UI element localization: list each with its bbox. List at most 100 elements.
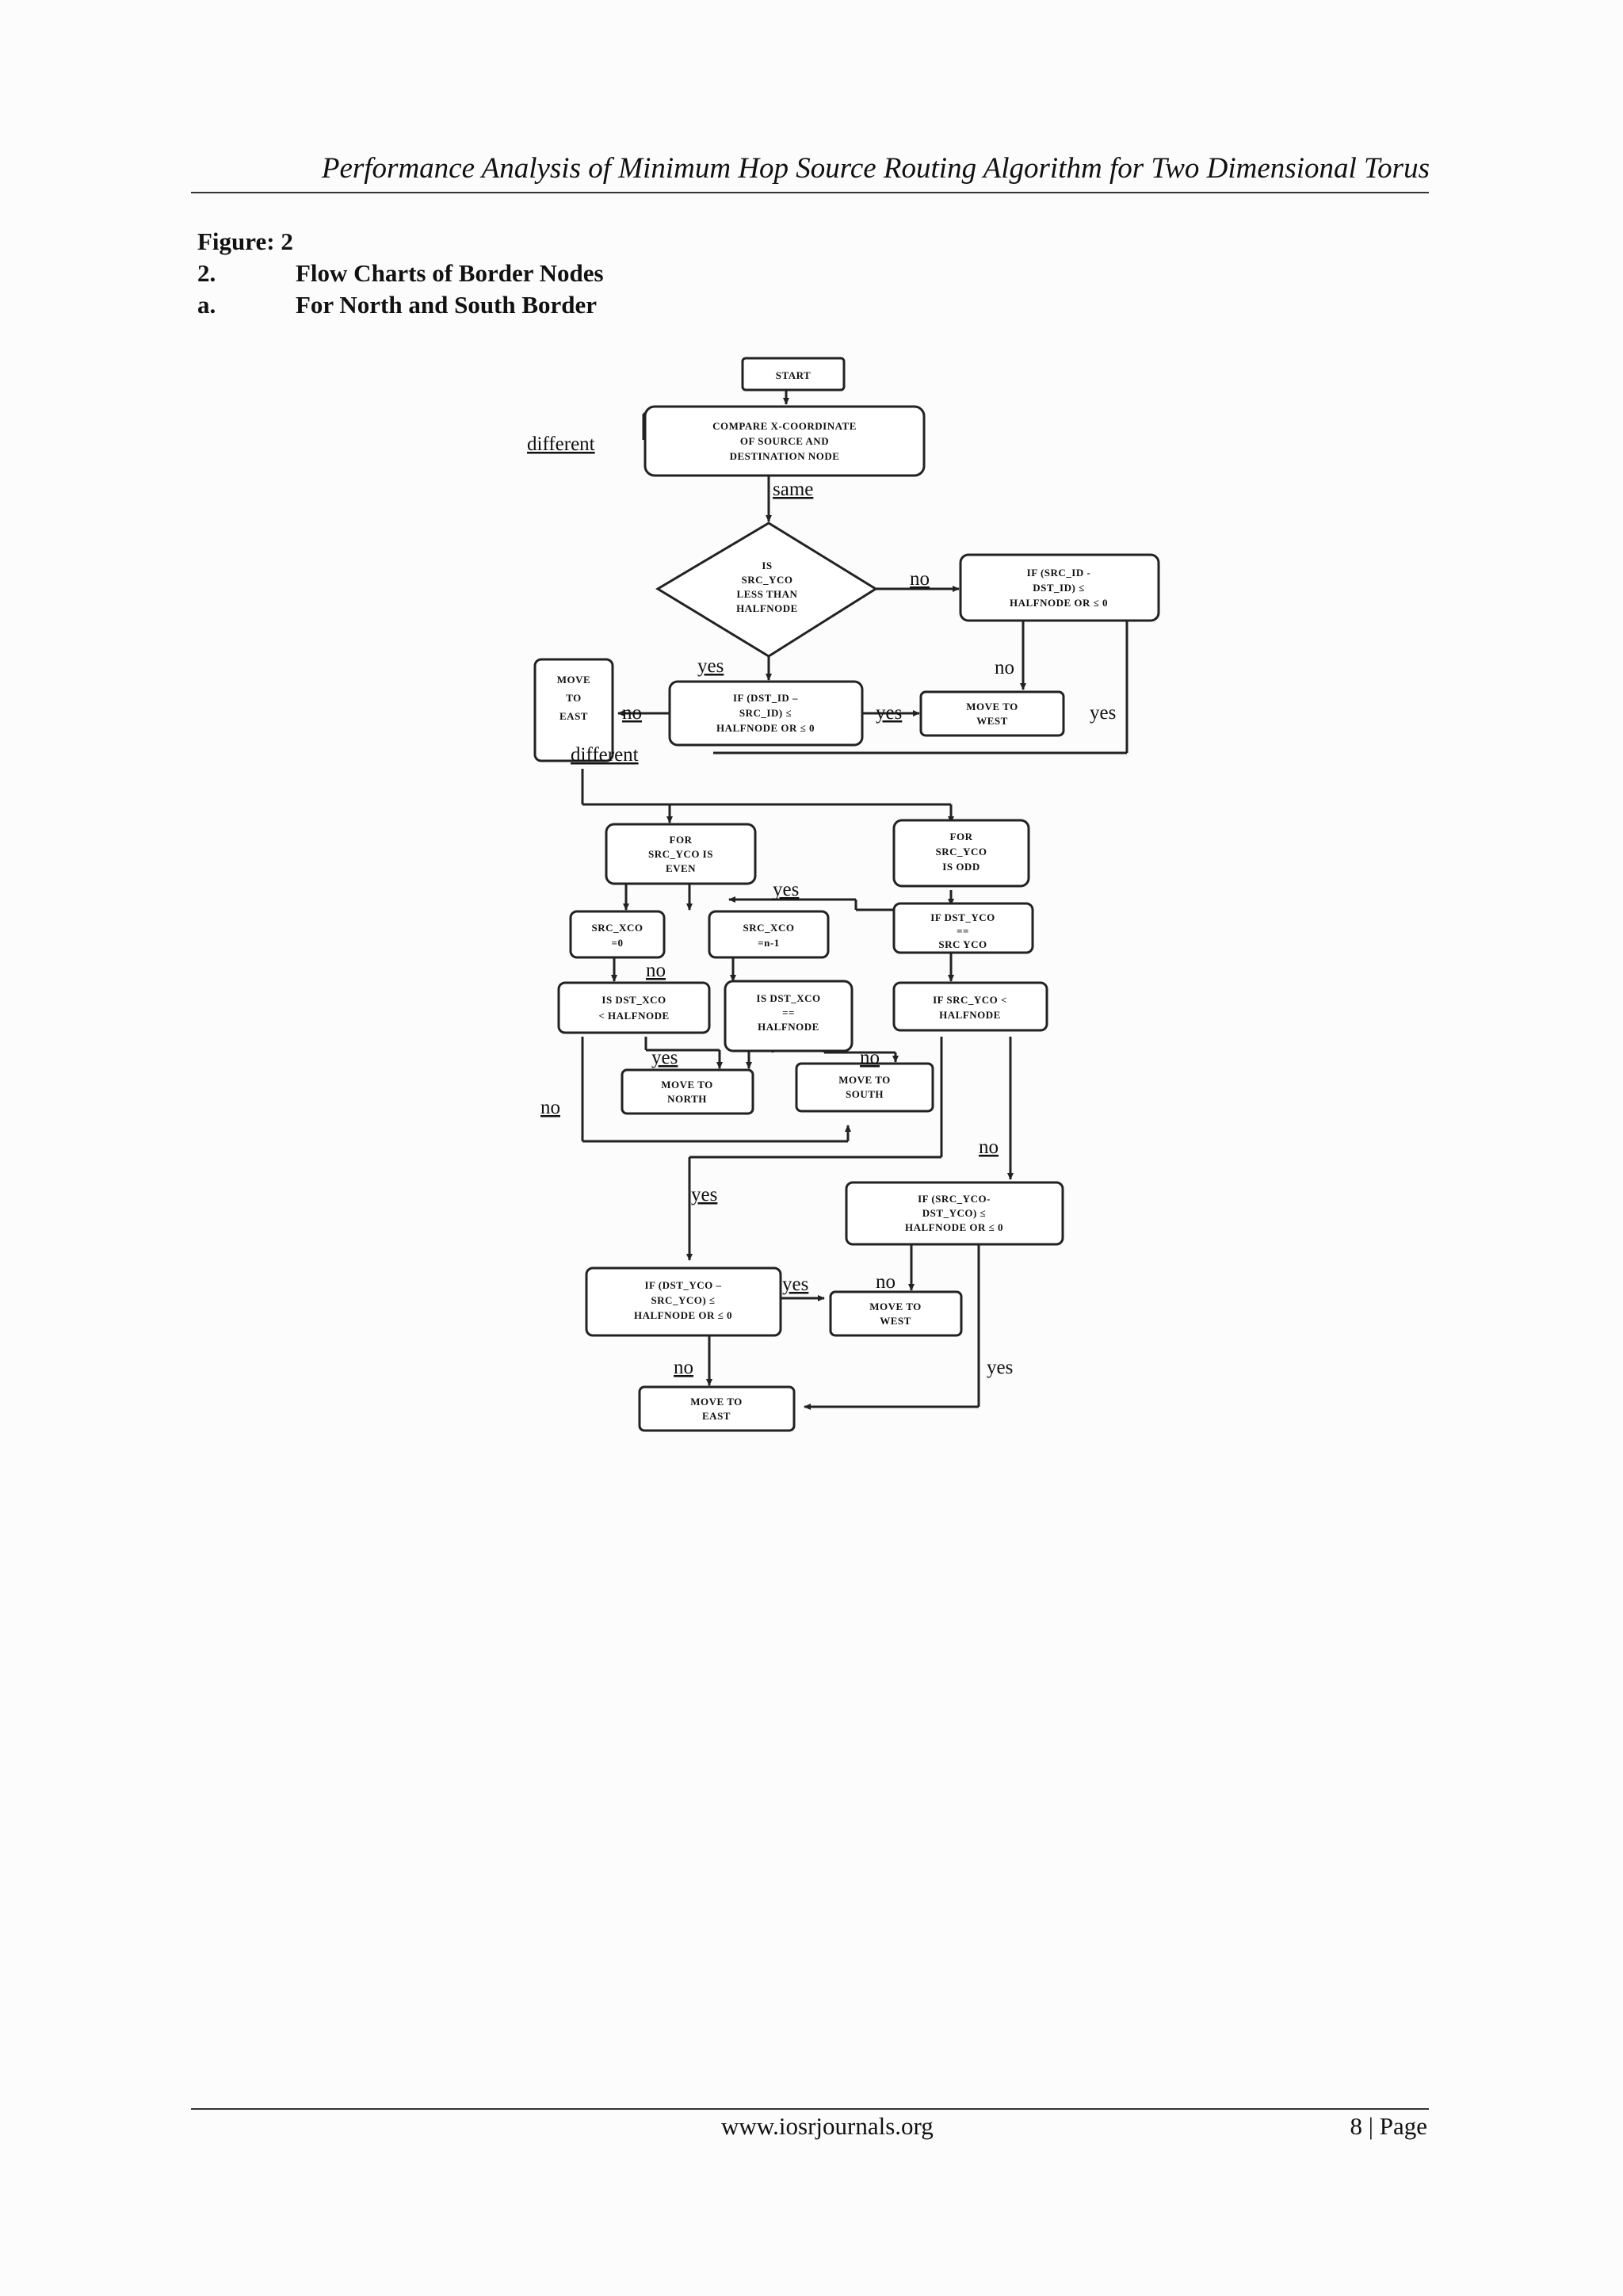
svg-text:WEST: WEST — [880, 1315, 911, 1327]
label-different-bottom: different — [571, 744, 639, 766]
svg-text:EVEN: EVEN — [666, 862, 696, 874]
svg-text:IS ODD: IS ODD — [942, 861, 980, 873]
svg-text:SRC_YCO: SRC_YCO — [936, 846, 987, 858]
section-title: Flow Charts of Border Nodes — [296, 259, 604, 287]
svg-text:SOUTH: SOUTH — [846, 1088, 884, 1100]
label-no-decision: no — [910, 568, 930, 590]
svg-text:SRC_YCO: SRC_YCO — [742, 574, 793, 586]
flowchart-figure: START COMPARE X-COORDINATE OF SOURCE AND… — [527, 357, 1160, 1432]
svg-text:HALFNODE OR ≤ 0: HALFNODE OR ≤ 0 — [716, 722, 815, 734]
footer-rule — [191, 2108, 1429, 2110]
svg-text:MOVE TO: MOVE TO — [869, 1301, 922, 1312]
subsection-number: a. — [197, 291, 216, 319]
svg-text:DST_YCO) ≤: DST_YCO) ≤ — [922, 1207, 986, 1219]
if-dst-yco-eq-node: IF DST_YCO == SRC YCO — [892, 902, 1034, 954]
if-src-dst-node: IF (SRC_ID - DST_ID) ≤ HALFNODE OR ≤ 0 — [959, 553, 1160, 622]
src-xco-0-node: SRC_XCO =0 — [569, 910, 666, 959]
svg-text:HALFNODE OR ≤ 0: HALFNODE OR ≤ 0 — [634, 1309, 732, 1321]
svg-text:IF SRC_YCO <: IF SRC_YCO < — [933, 994, 1007, 1006]
svg-text:SRC_XCO: SRC_XCO — [592, 922, 643, 934]
svg-text:MOVE TO: MOVE TO — [690, 1396, 743, 1408]
move-west-bottom-node: MOVE TO WEST — [829, 1290, 963, 1337]
svg-text:==: == — [957, 925, 969, 937]
header-rule — [191, 192, 1429, 193]
svg-text:OF SOURCE AND: OF SOURCE AND — [740, 435, 829, 447]
figure-caption: Figure: 2 — [197, 227, 293, 255]
svg-text:MOVE TO: MOVE TO — [966, 701, 1018, 712]
svg-text:MOVE TO: MOVE TO — [838, 1074, 891, 1086]
for-even-node: FOR SRC_YCO IS EVEN — [605, 823, 757, 885]
label-same: same — [773, 479, 813, 500]
label-yes-dst-src-yco: yes — [782, 1274, 808, 1295]
label-no-xco0: no — [646, 960, 666, 981]
svg-text:IS DST_XCO: IS DST_XCO — [756, 992, 820, 1004]
svg-text:NORTH: NORTH — [667, 1093, 707, 1105]
svg-text:WEST: WEST — [976, 715, 1008, 727]
svg-text:TO: TO — [566, 692, 582, 704]
svg-text:SRC_ID) ≤: SRC_ID) ≤ — [739, 707, 792, 719]
connectors — [581, 390, 1128, 1410]
label-no-dst-src: no — [622, 702, 642, 724]
move-west-top-node: MOVE TO WEST — [919, 690, 1065, 737]
label-yes-xco-lt: yes — [651, 1047, 678, 1068]
svg-text:SRC_YCO IS: SRC_YCO IS — [648, 848, 713, 860]
for-odd-node: FOR SRC_YCO IS ODD — [892, 819, 1030, 888]
section-heading: 2. Flow Charts of Border Nodes — [197, 259, 604, 288]
footer-website: www.iosrjournals.org — [721, 2112, 934, 2140]
if-dst-src-node: IF (DST_ID – SRC_ID) ≤ HALFNODE OR ≤ 0 — [668, 680, 864, 747]
is-dst-xco-lt-node: IS DST_XCO < HALFNODE — [557, 981, 711, 1034]
svg-text:HALFNODE: HALFNODE — [758, 1021, 819, 1033]
svg-text:=n-1: =n-1 — [758, 937, 779, 949]
label-yes-odd: yes — [773, 879, 799, 900]
svg-text:SRC YCO: SRC YCO — [938, 938, 987, 950]
label-yes-decision: yes — [697, 655, 724, 677]
move-south-node: MOVE TO SOUTH — [795, 1062, 934, 1113]
label-no-src-dst: no — [995, 657, 1014, 678]
label-different: different — [527, 434, 595, 455]
if-src-yco-lt-node: IF SRC_YCO < HALFNODE — [892, 981, 1048, 1032]
svg-text:IF (DST_ID –: IF (DST_ID – — [733, 692, 798, 704]
label-no-xco-eq: no — [860, 1047, 880, 1068]
compare-node: COMPARE X-COORDINATE OF SOURCE AND DESTI… — [643, 405, 926, 477]
svg-text:HALFNODE OR ≤ 0: HALFNODE OR ≤ 0 — [905, 1221, 1003, 1233]
svg-text:SRC_XCO: SRC_XCO — [743, 922, 795, 934]
is-dst-xco-eq-node: IS DST_XCO == HALFNODE — [724, 980, 854, 1052]
running-header: Performance Analysis of Minimum Hop Sour… — [321, 152, 1430, 185]
svg-text:DST_ID) ≤: DST_ID) ≤ — [1033, 582, 1084, 594]
svg-text:MOVE TO: MOVE TO — [661, 1079, 713, 1091]
label-no-dst-src-yco: no — [674, 1357, 693, 1378]
svg-text:=0: =0 — [612, 937, 624, 949]
start-node: START — [741, 357, 846, 392]
label-yes-dst-src: yes — [876, 702, 902, 724]
if-dst-src-yco-node: IF (DST_YCO – SRC_YCO) ≤ HALFNODE OR ≤ 0 — [585, 1266, 782, 1337]
svg-text:START: START — [776, 369, 811, 381]
svg-text:EAST: EAST — [702, 1410, 731, 1422]
move-north-node: MOVE TO NORTH — [621, 1068, 754, 1115]
svg-text:< HALFNODE: < HALFNODE — [598, 1010, 669, 1022]
svg-text:IS: IS — [762, 560, 772, 571]
svg-text:IF (SRC_YCO-: IF (SRC_YCO- — [918, 1193, 991, 1205]
subsection-title: For North and South Border — [296, 291, 598, 319]
label-yes-src-dst: yes — [1090, 702, 1116, 724]
move-east-top-node: MOVE TO EAST — [533, 658, 614, 762]
svg-text:FOR: FOR — [950, 831, 973, 842]
decision-src-yco: IS SRC_YCO LESS THAN HALFNODE — [655, 521, 878, 658]
label-yes-src-yco-lt: yes — [691, 1184, 717, 1205]
svg-text:FOR: FOR — [670, 834, 693, 846]
svg-text:IF DST_YCO: IF DST_YCO — [930, 911, 995, 923]
label-no-left: no — [540, 1097, 560, 1118]
svg-text:SRC_YCO) ≤: SRC_YCO) ≤ — [651, 1294, 715, 1306]
label-no-src-yco-lt: no — [979, 1137, 999, 1158]
section-number: 2. — [197, 259, 216, 287]
svg-text:IS DST_XCO: IS DST_XCO — [601, 994, 666, 1006]
label-yes-src-dst-yco: yes — [987, 1357, 1013, 1378]
svg-text:DESTINATION NODE: DESTINATION NODE — [730, 450, 840, 462]
svg-text:HALFNODE: HALFNODE — [939, 1009, 1001, 1021]
svg-text:LESS THAN: LESS THAN — [737, 588, 798, 600]
svg-text:IF (DST_YCO –: IF (DST_YCO – — [644, 1279, 721, 1291]
svg-text:MOVE: MOVE — [557, 674, 590, 686]
svg-text:==: == — [782, 1007, 795, 1018]
src-xco-n1-node: SRC_XCO =n-1 — [708, 910, 830, 959]
subsection-heading: a. For North and South Border — [197, 291, 597, 319]
footer-page: 8 | Page — [1350, 2112, 1427, 2140]
